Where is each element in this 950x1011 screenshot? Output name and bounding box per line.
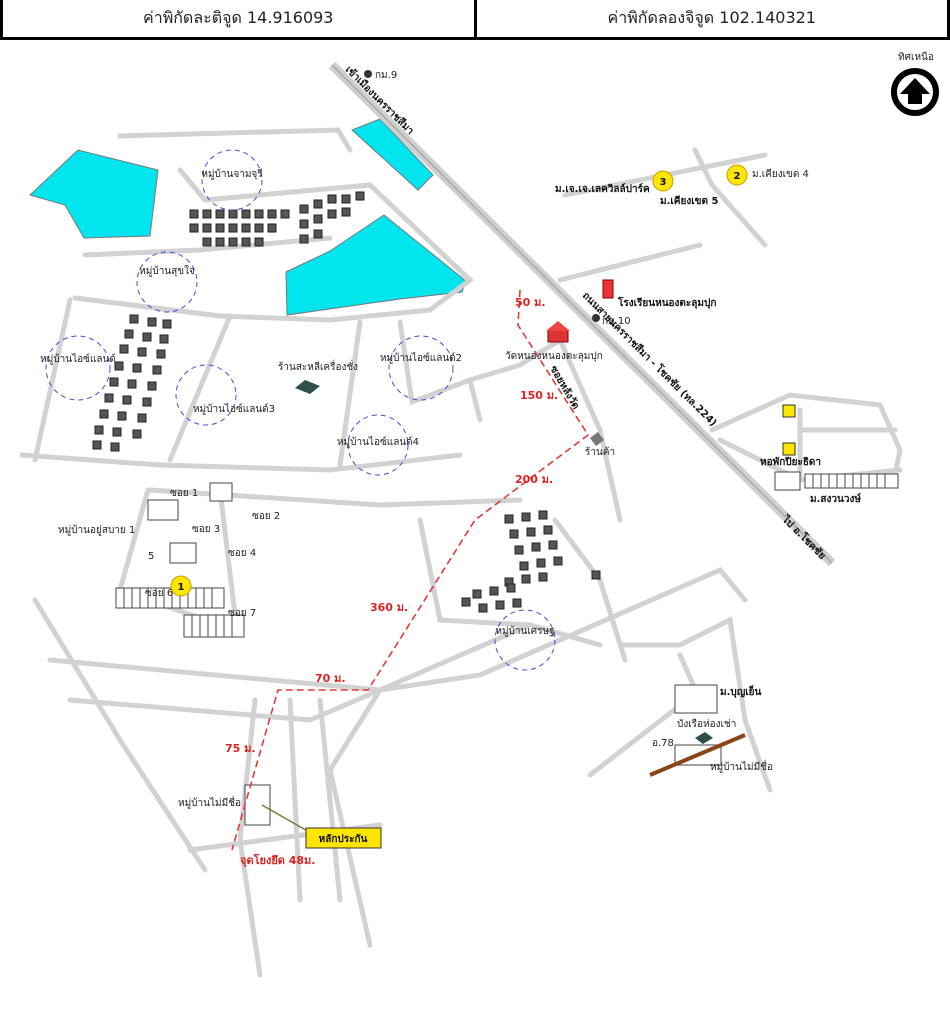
north-arrow-icon <box>891 68 939 116</box>
songwong-label: ม.สงวนวงษ์ <box>810 493 861 505</box>
kiangkhet4-label: ม.เคียงเขต 4 <box>752 168 809 180</box>
pond-west <box>29 149 159 239</box>
coordinate-bar: ค่าพิกัดละติจูด 14.916093 ค่าพิกัดลองจิจ… <box>0 0 950 40</box>
distance-label: 150 ม. <box>520 389 558 402</box>
marker-3-label: 3 <box>660 177 667 188</box>
main-highway <box>328 61 836 567</box>
village-labels: หมู่บ้านจามจุรี หมู่บ้านสุขใจ หมู่บ้านไอ… <box>40 168 773 809</box>
marker-3[interactable]: 3 <box>652 170 674 192</box>
village-label: หมู่บ้านอยู่สบาย 1 <box>58 524 135 536</box>
soi-label: 5 <box>148 551 154 562</box>
map-canvas: ทิศเหนือ <box>19 51 939 978</box>
kiangkhet5-label: ม.เคียงเขต 5 <box>660 195 718 207</box>
row-houses <box>115 471 899 826</box>
route-path <box>231 289 590 851</box>
km10-icon <box>592 314 600 322</box>
pond-north <box>351 118 434 191</box>
dorm-label: หอพักปิยะธิดา <box>760 456 821 468</box>
village-label: หมู่บ้านไม่มีชื่อ <box>710 759 773 773</box>
shop-icon <box>590 432 604 446</box>
distance-label: 70 ม. <box>315 672 346 685</box>
distance-labels: 50 ม. 150 ม. 200 ม. 360 ม. 70 ม. 75 ม. จ… <box>225 296 558 868</box>
soi-label: ซอย 1 <box>170 488 198 499</box>
village-label: หมู่บ้านสุขใจ <box>139 265 195 277</box>
house-blocks <box>92 191 601 613</box>
school-icon <box>602 279 614 299</box>
marker-1-label: 1 <box>178 582 185 593</box>
village-label: หมู่บ้านจามจุรี <box>201 168 263 180</box>
benchmark-box <box>305 827 382 849</box>
latitude-label: ค่าพิกัดละติจูด 14.916093 <box>0 0 477 37</box>
soi-label: ซอย 6 <box>145 588 173 599</box>
village-label: หมู่บ้านไอซ์แลนด์3 <box>193 403 275 415</box>
place-labels: ร้านสะหลีเครื่องชั่ง โรงเรียนหนองตะลุมปุ… <box>278 70 861 749</box>
village-label: หมู่บ้านไอซ์แลนด์2 <box>380 352 462 364</box>
village-label: หมู่บ้านไอซ์แลนด์ <box>40 353 116 365</box>
temple-icon <box>546 321 570 343</box>
jj-label: ม.เจ.เจ.เลควิลล์ปาร์ค <box>555 183 650 195</box>
pond-central <box>285 214 467 316</box>
village-label: หมู่บ้านไม่มีชื่อ <box>178 795 241 809</box>
north-label: ทิศเหนือ <box>898 51 934 63</box>
marker-2-label: 2 <box>734 171 741 182</box>
shop-label: ร้านค้า <box>585 446 615 458</box>
marker-2[interactable]: 2 <box>726 164 748 186</box>
distance-label: 75 ม. <box>225 742 256 755</box>
distance-label: จุดโยงยึด 48ม. <box>240 853 315 868</box>
distance-label: 50 ม. <box>515 296 546 309</box>
soi-label: ซอย 3 <box>192 524 220 535</box>
temple-label: วัดหนองหนองตะลุมปุก <box>505 351 603 362</box>
distance-label: 200 ม. <box>515 473 553 486</box>
factory-icon <box>295 380 320 394</box>
soi-label: ซอย 7 <box>228 608 256 619</box>
km10-label: กม.10 <box>602 316 631 327</box>
bus-shelter-icon <box>695 732 713 744</box>
soi-labels: ซอย 1 ซอย 2 ซอย 3 ซอย 4 5 ซอย 6 ซอย 7 <box>145 488 280 619</box>
road-label-chokchai: ไป อ.โชคชัย <box>779 512 829 562</box>
longitude-label: ค่าพิกัดลองจิจูด 102.140321 <box>477 0 950 37</box>
marker-1[interactable]: 1 <box>170 575 192 597</box>
village-label: หมู่บ้านเศรษฐ <box>495 625 554 637</box>
boonyen-label: ม.บุญเย็น <box>720 684 762 698</box>
km9-label: กม.9 <box>375 70 397 81</box>
dorm-icons <box>782 404 796 456</box>
road-label-soi: ซอยหลังวัด <box>547 364 582 412</box>
factory-label: ร้านสะหลีเครื่องชั่ง <box>278 359 358 373</box>
soi-label: ซอย 4 <box>228 548 256 559</box>
km9-icon <box>364 70 372 78</box>
distance-label: 360 ม. <box>370 601 408 614</box>
road-a78 <box>649 733 746 777</box>
village-label: หมู่บ้านไอซ์แลนด์4 <box>337 436 419 448</box>
benchmark-label: หลักประกัน <box>319 833 368 845</box>
a78-label: อ.78 <box>652 738 674 749</box>
soi-label: ซอย 2 <box>252 511 280 522</box>
school-label: โรงเรียนหนองตะลุมปุก <box>617 296 716 309</box>
village-circles <box>45 149 556 671</box>
bus-shelter-label: บังเรือห่องเช่า <box>677 718 736 730</box>
